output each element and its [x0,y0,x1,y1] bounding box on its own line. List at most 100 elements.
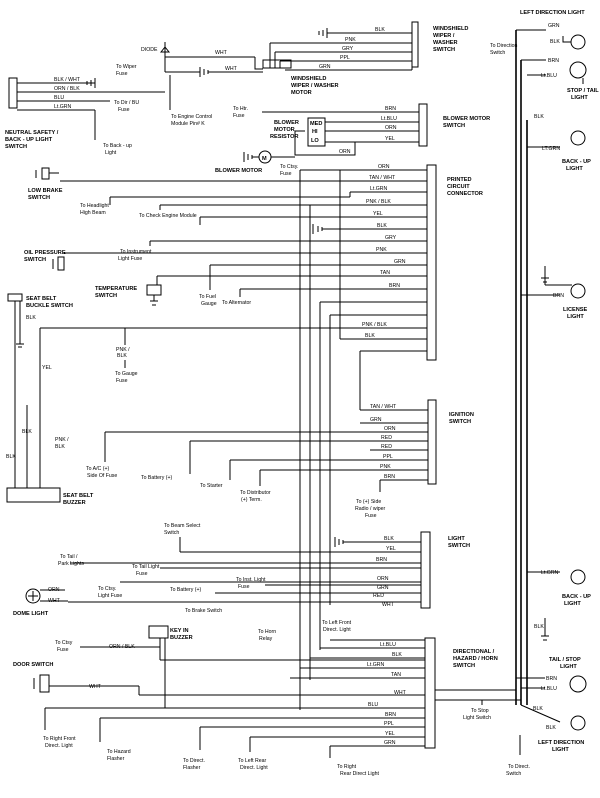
seat-belt-buckle-label-2: BUCKLE SWITCH [26,303,73,309]
bulb-icon [570,130,586,146]
license-light-label-1: LICENSE [563,307,588,313]
directional-label-1: DIRECTIONAL / [453,649,495,655]
note-to-headlight-1: To Headlight [80,203,109,209]
wire-label-wht-diode-2: WHT [225,66,238,72]
note-to-horn-relay-1: To Horn [258,629,276,635]
note-to-inst-light-2: Fuse [238,584,250,590]
stop-tail-light-top-label-2: LIGHT [571,95,588,101]
note-to-ecm-1: To Engine Control [171,114,212,120]
note-to-back-up-light-2: Light [105,150,117,156]
blower-switch-label-1: BLOWER MOTOR [443,116,490,122]
wire-label-ornblk-ns: ORN / BLK [54,86,80,92]
note-to-tail-park-1: To Tail / [60,554,78,560]
wiper-motor-connector [262,59,292,69]
blower-speed-hi: HI [312,129,318,135]
directional-switch-section: DIRECTIONAL / HAZARD / HORN SWITCH To Ho… [43,620,521,777]
note-to-distributor-1: To Distributor [240,490,271,496]
note-to-gauge-fuse-1: To Gauge [115,371,138,377]
wire-label-blk-bz: BLK [6,454,16,460]
pcc-block [426,164,437,361]
low-brake-label-1: LOW BRAKE [28,188,63,194]
wire-label-ltblu-dir: Lt.BLU [380,642,396,648]
wire-label-grn-pcc: GRN [394,259,406,265]
wire-label-ltblu-bl: Lt.BLU [381,116,397,122]
note-to-right-rear-2: Rear Direct Light [340,771,379,777]
wire-label-ltblu-tsl: Lt.BLU [541,686,557,692]
left-direction-light-bottom-label-2: LIGHT [552,747,569,753]
wire-label-yel-ls: YEL [386,546,396,552]
rear-light-bus [515,29,561,723]
wire-label-pnk-bz: PNK / [55,437,69,443]
wire-label-brn-pcc: BRN [389,283,400,289]
note-to-brake-switch: To Brake Switch [185,608,222,614]
note-to-direction-switch-2: Switch [490,50,505,56]
ignition-switch-connector [427,399,437,485]
wire-label-pnk-w: PNK [345,37,356,43]
left-direction-light-top-label: LEFT DIRECTION LIGHT [520,10,585,16]
wire-label-pnkblk-pcc-2: PNK / BLK [362,322,387,328]
back-up-light-top-label-1: BACK - UP [562,159,591,165]
wire-label-brn-ign: BRN [384,474,395,480]
seat-belt-buzzer: SEAT BELT BUZZER BLK BLK PNK / BLK [6,405,94,506]
wire-label-blk-bz-3: BLK [55,444,65,450]
back-up-light-bottom-label-1: BACK - UP [562,594,591,600]
note-to-tail-light-fuse-1: To Tail Light [132,564,160,570]
note-to-distributor-2: (+) Term. [241,497,262,503]
wire-label-yel-sb: YEL [42,365,52,371]
note-to-ctsy-light-1: To Ctsy. [98,586,116,592]
temp-switch-label-2: SWITCH [95,293,117,299]
bulb-icon [569,61,587,79]
low-brake-switch-icon [41,167,50,180]
ignition-label-2: SWITCH [449,419,471,425]
note-to-ctsy-fuse-b-1: To Ctsy [55,640,73,646]
wire-label-grn-ign: GRN [370,417,382,423]
note-to-stop-light-1: To Stop [471,708,489,714]
wire-label-brn-ls: BRN [376,557,387,563]
note-to-left-rear-1: To Left Rear [238,758,267,764]
wire-label-brn-tsl: BRN [546,676,557,682]
note-to-wiper-fuse-2: Fuse [116,71,128,77]
note-to-direct-switch-1: To Direct. [508,764,530,770]
blower-resistor-box [307,117,326,147]
key-in-buzzer-label-1: KEY IN [170,628,189,634]
wiper-section: WINDSHIELD WIPER / WASHER SWITCH BLK PNK… [116,21,468,127]
directional-switch-connector [424,637,436,749]
key-buzzer-door-section: KEY IN BUZZER ORN / BLK To Ctsy Fuse WHT… [13,625,425,708]
wire-label-ltgrn-bub: Lt.GRN [541,570,559,576]
note-to-horn-relay-2: Relay [259,636,273,642]
note-to-direct-switch-2: Switch [506,771,521,777]
note-to-dir-bu-fuse-1: To Dir / BU [114,100,139,106]
wire-label-brn-dir: BRN [385,712,396,718]
note-to-beam-select-2: Switch [164,530,179,536]
wiper-motor-label-2: WIPER / WASHER [291,83,339,89]
wire-label-blk-dir: BLK [392,652,402,658]
wire-label-yel-pcc: YEL [373,211,383,217]
note-to-headlight-2: High Beam [80,210,106,216]
wire-label-grn-ldl: GRN [548,23,560,29]
note-to-instrument-2: Light Fuse [118,256,142,262]
bulb-icon [569,675,587,693]
wiper-switch-label-1: WINDSHIELD [433,26,468,32]
note-to-radio-2: Radio / wiper [355,506,386,512]
blower-speed-lo: LO [311,138,319,144]
wire-label-orn-bl: ORN [385,125,397,131]
blower-resistor-label-1: BLOWER [274,120,299,126]
wire-label-wht-diode: WHT [215,50,228,56]
wire-label-blk-ls: BLK [384,536,394,542]
door-switch-icon [39,674,50,693]
blower-motor-symbol: M [262,156,267,162]
note-to-ac-1: To A/C (+) [86,466,109,472]
note-to-tail-park-2: Park Lights [58,561,84,567]
wire-label-brn-stl: BRN [548,58,559,64]
left-direction-light-top: LEFT DIRECTION LIGHT GRN BLK To Directio… [490,10,586,56]
wiper-switch-connector [411,21,419,68]
note-to-ctsy-fuse-b-2: Fuse [57,647,69,653]
note-to-left-rear-2: Direct. Light [240,765,268,771]
buzzer-box [6,487,61,503]
tail-stop-light-bottom: BLK TAIL / STOP LIGHT BRN Lt.BLU BLK [533,618,587,712]
seat-belt-buckle-icon [7,293,23,302]
wiper-switch-label-2: WIPER / [433,33,455,39]
wire-label-yel-bl: YEL [385,136,395,142]
light-switch-label-1: LIGHT [448,536,465,542]
